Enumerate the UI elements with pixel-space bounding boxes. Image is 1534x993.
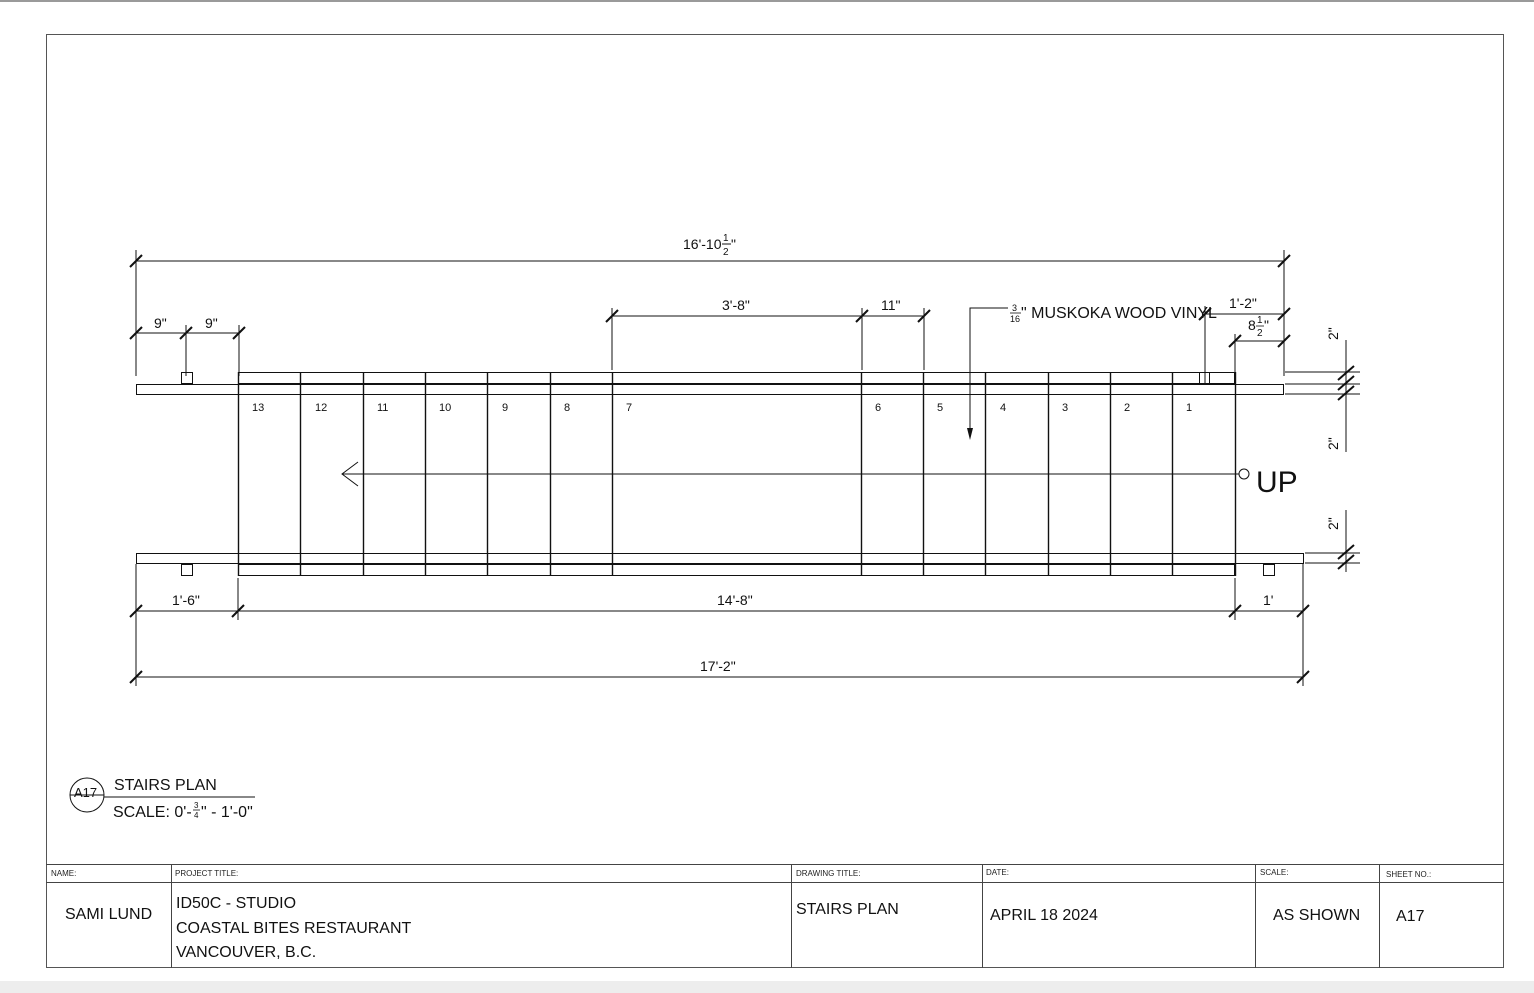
dimension-tread-text: 11" (881, 297, 901, 313)
callout-scale-prefix: SCALE: 0'- (113, 804, 192, 821)
bottom-strip (0, 981, 1534, 993)
dimension-right-small-whole: 8 (1248, 317, 1256, 333)
note-frac-num: 3 (1012, 303, 1017, 313)
dimension-bottom-run: 14'-8" (717, 592, 753, 608)
bottom-post-right (1263, 564, 1275, 576)
dimension-side-top: 2" (1325, 327, 1341, 340)
dimension-right-top-text: 1'-2" (1229, 295, 1257, 311)
dimension-bottom-chain (129, 564, 1310, 686)
step-number: 6 (875, 402, 881, 414)
dimension-right-small-num: 1 (1257, 315, 1263, 326)
note-leader (969, 307, 1008, 430)
sheet-border (46, 34, 1504, 968)
dimension-overall-top-frac-num: 1 (723, 233, 729, 244)
dimension-landing-text: 3'-8" (722, 297, 750, 313)
step-number: 3 (1062, 402, 1068, 414)
up-direction-arrow (341, 461, 1250, 487)
callout-scale-den: 4 (194, 811, 199, 820)
dimension-tread (862, 308, 931, 370)
bottom-stringer (238, 564, 1235, 576)
dimension-left-a: 9" (154, 315, 167, 331)
dimension-overall-top-text: 16'-10 (683, 236, 722, 252)
title-block-name: SAMI LUND (65, 906, 152, 923)
step-number: 4 (1000, 402, 1006, 414)
dimension-side-bottom: 2" (1325, 517, 1341, 530)
dimension-right-small-den: 2 (1257, 328, 1263, 339)
title-block-name-label: NAME: (51, 869, 76, 878)
title-block-drawing: STAIRS PLAN (796, 901, 899, 918)
top-handrail (136, 384, 1284, 395)
title-block-drawing-label: DRAWING TITLE: (796, 869, 860, 878)
step-number: 10 (439, 402, 451, 414)
step-number: 1 (1186, 402, 1192, 414)
dimension-landing (605, 308, 869, 370)
title-block-grid (46, 864, 1504, 968)
step-number: 13 (252, 402, 264, 414)
dimension-right-small-inch: " (1264, 317, 1269, 333)
title-block-project-line3: VANCOUVER, B.C. (176, 944, 316, 961)
dimension-overall-bottom (129, 670, 1310, 684)
title-block-project-line1: ID50C - STUDIO (176, 895, 296, 912)
dimension-left-b: 9" (205, 315, 218, 331)
top-post-right (1199, 372, 1210, 384)
title-block-project-label: PROJECT TITLE: (175, 869, 238, 878)
dimension-overall-bottom-text: 17'-2" (700, 658, 736, 674)
step-number: 7 (626, 402, 632, 414)
dimension-bottom-right: 1' (1263, 592, 1273, 608)
step-number: 9 (502, 402, 508, 414)
callout-scale-suffix: " - 1'-0" (201, 804, 253, 821)
dimension-bottom-left: 1'-6" (172, 592, 200, 608)
callout-title: STAIRS PLAN (114, 777, 217, 794)
dimension-left-nines (129, 325, 246, 376)
dimension-right-top (1198, 306, 1291, 384)
step-number: 11 (377, 402, 388, 414)
step-number: 5 (937, 402, 943, 414)
title-block-project-line2: COASTAL BITES RESTAURANT (176, 920, 412, 937)
bottom-post-left (181, 564, 193, 576)
title-block-date-label: DATE: (986, 868, 1009, 877)
step-number: 8 (564, 402, 570, 414)
up-label: UP (1256, 466, 1298, 499)
step-number: 12 (315, 402, 327, 414)
title-block-scale: AS SHOWN (1273, 907, 1360, 924)
dimension-overall-top (129, 250, 1291, 376)
note-frac-den: 16 (1010, 314, 1020, 324)
callout-tag: A17 (74, 785, 97, 800)
dimension-side-mid: 2" (1325, 437, 1341, 450)
top-stringer (238, 372, 1235, 384)
title-block-sheet: A17 (1396, 908, 1425, 925)
dimension-overall-top-frac-den: 2 (723, 247, 729, 258)
callout-scale-num: 3 (194, 801, 199, 810)
title-block-date: APRIL 18 2024 (990, 907, 1098, 924)
note-text: " MUSKOKA WOOD VINYL (1021, 305, 1217, 322)
top-edge (0, 0, 1534, 2)
top-post-left (181, 372, 193, 384)
note-leader-arrow (967, 428, 973, 440)
step-number: 2 (1124, 402, 1130, 414)
bottom-handrail (136, 553, 1304, 564)
title-block-scale-label: SCALE: (1260, 868, 1288, 877)
title-block-sheet-label: SHEET NO.: (1386, 870, 1431, 879)
dimension-side-right (1285, 340, 1360, 572)
dimension-overall-top-inch: " (731, 236, 736, 252)
